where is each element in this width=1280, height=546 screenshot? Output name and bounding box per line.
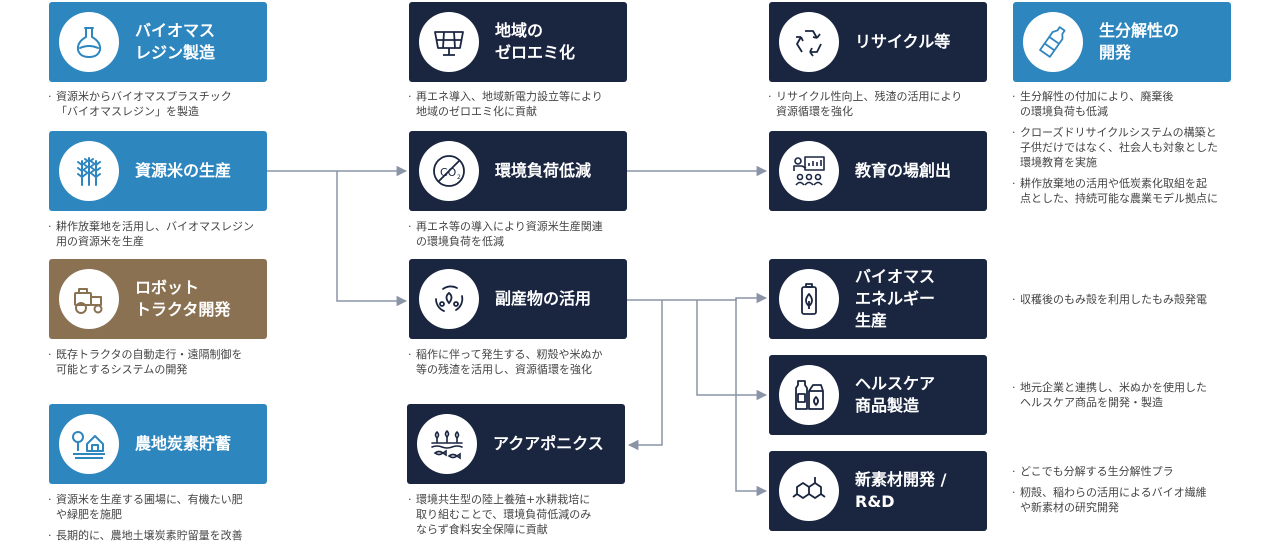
aquaponics-icon [417,414,477,474]
note-aquaponics: 環境共生型の陸上養殖+水耕栽培に取り組むことで、環境負荷低減のみならず食料安全保… [408,492,638,543]
node-env-load: CO 2 環境負荷低減 [409,131,627,211]
node-byproduct: 副産物の活用 [409,259,627,339]
molecule-icon [779,461,839,521]
node-new-material: 新素材開発 /R&D [769,451,987,531]
node-title: バイオマスエネルギー生産 [855,267,936,330]
node-title: 資源米の生産 [135,161,232,180]
cycle-icon [419,269,479,329]
node-title: 農地炭素貯蓄 [135,434,232,453]
node-recycle: リサイクル等 [769,2,987,82]
note-bio-resin: 資源米からバイオマスプラスチック「バイオマスレジン」を製造 [48,89,273,125]
arrow-byproduct-to-healthcare [696,300,768,401]
arrow-byproduct-to-energy [627,292,768,304]
node-title: 地域のゼロエミ化 [495,21,576,62]
node-bio-energy: バイオマスエネルギー生産 [769,259,987,339]
flask-icon [59,12,119,72]
node-title: 副産物の活用 [495,289,592,308]
svg-text:2: 2 [457,174,461,181]
bottle-icon [1023,12,1083,72]
arrow-rice-to-byproduct [336,171,408,307]
arrow-byproduct-to-material [735,298,768,497]
node-title: 新素材開発 /R&D [855,470,947,511]
node-zero-emi: 地域のゼロエミ化 [409,2,627,82]
node-title: 環境負荷低減 [495,161,592,180]
node-healthcare: ヘルスケア商品製造 [769,355,987,435]
node-title: ロボットトラクタ開発 [135,278,231,319]
node-bio-resin: バイオマスレジン製造 [49,2,267,82]
svg-text:CO: CO [440,166,457,179]
arrow-byproduct-to-aquaponics [627,300,663,451]
node-farm-carbon: 農地炭素貯蓄 [49,404,267,484]
farm-icon [59,414,119,474]
note-new-material: どこでも分解する生分解性プラ 籾殻、稲わらの活用によるバイオ繊維や新素材の研究開… [1012,464,1272,521]
node-biodegradable: 生分解性の開発 [1013,2,1231,82]
note-bio-energy: 収穫後のもみ殻を利用したもみ殻発電 [1012,292,1272,313]
node-education: 教育の場創出 [769,131,987,211]
node-aquaponics: アクアポニクス [407,404,625,484]
products-icon [779,365,839,425]
node-title: アクアポニクス [493,434,604,453]
node-rice: 資源米の生産 [49,131,267,211]
node-title: ヘルスケア商品製造 [855,374,936,415]
node-title: 教育の場創出 [855,161,952,180]
node-title: バイオマスレジン製造 [135,21,216,62]
solar-panel-icon [419,12,479,72]
classroom-icon [779,141,839,201]
wheat-icon [59,141,119,201]
tractor-icon [59,269,119,329]
node-title: 生分解性の開発 [1099,21,1180,62]
recycle-icon [779,12,839,72]
co2-reduction-icon: CO 2 [419,141,479,201]
node-robot: ロボットトラクタ開発 [49,259,267,339]
battery-leaf-icon [779,269,839,329]
node-title: リサイクル等 [855,32,951,51]
